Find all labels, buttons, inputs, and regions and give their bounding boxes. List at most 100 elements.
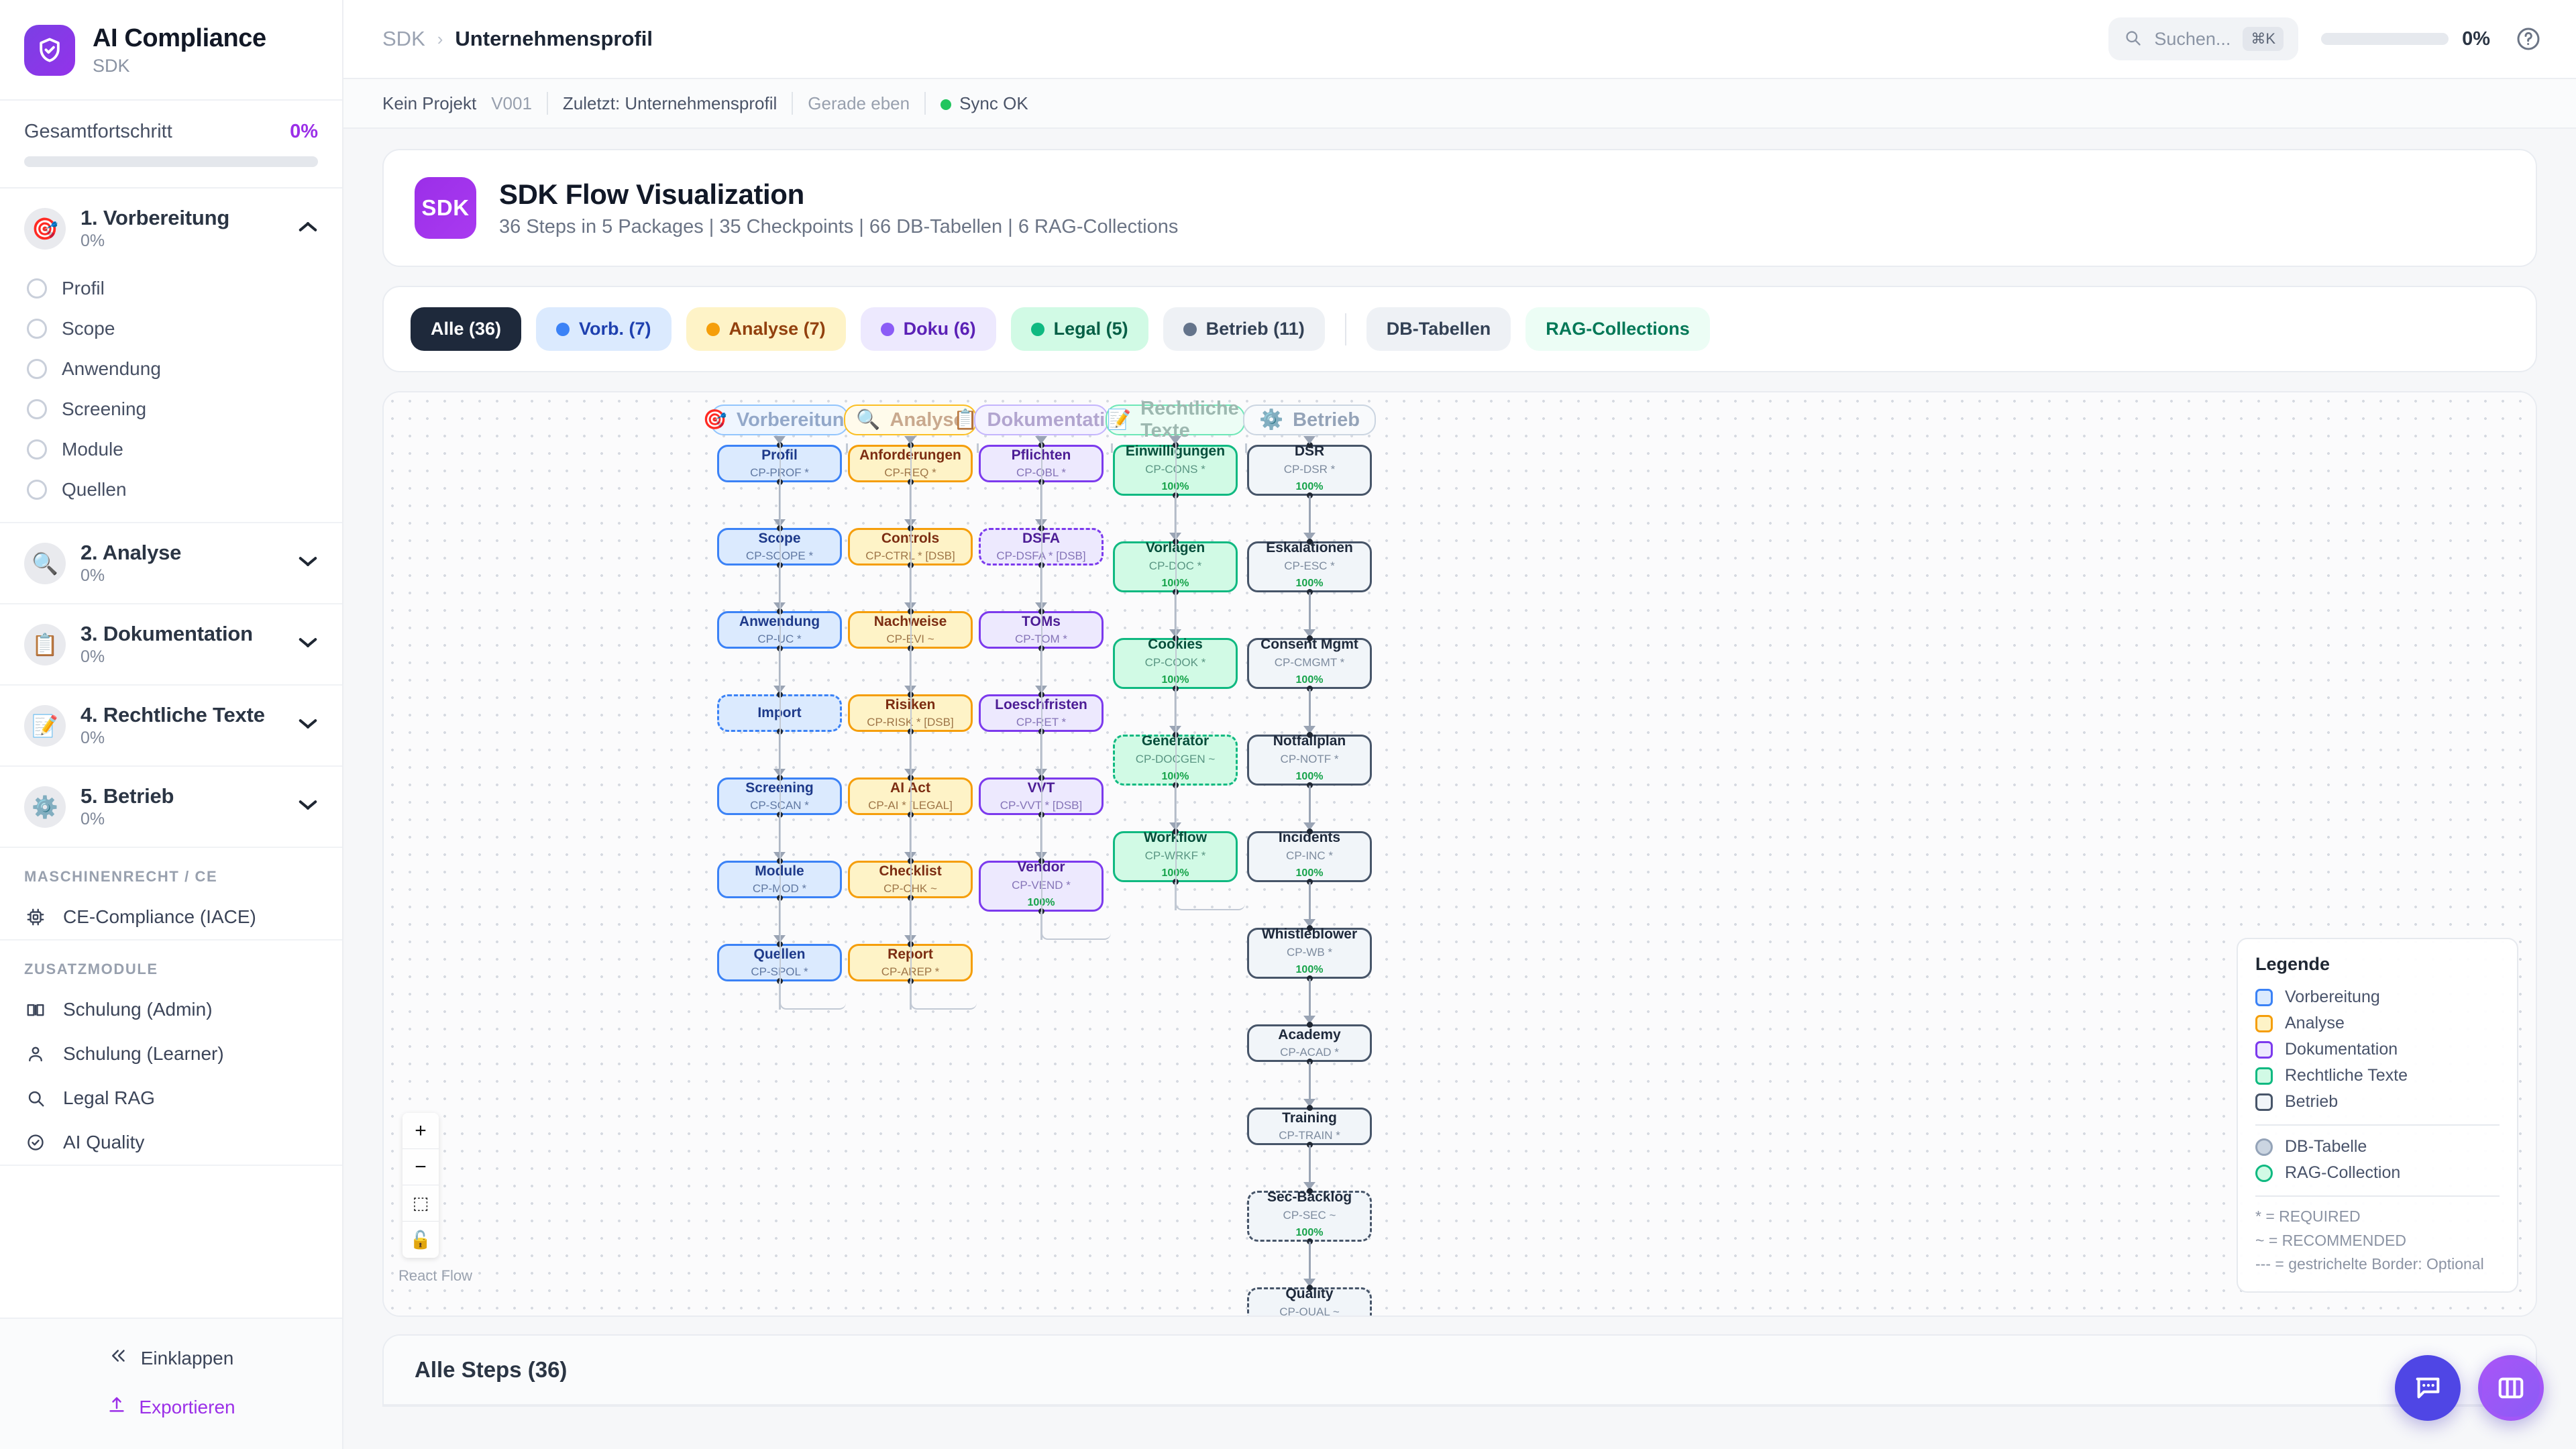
node-progress-percent: 100% [1295,770,1324,782]
filter-chip-alle-36[interactable]: Alle (36) [411,307,522,351]
flow-controls[interactable]: +−⬚🔓 [402,1113,439,1258]
step-radio-icon[interactable] [27,359,47,379]
brand-header[interactable]: AI Compliance SDK [0,0,342,101]
filter-chip-legal-5[interactable]: Legal (5) [1010,307,1148,351]
legend-swatch-icon [2255,1014,2273,1032]
filter-chip-doku-6[interactable]: Doku (6) [860,307,996,351]
collapse-sidebar-label: Einklappen [140,1347,234,1368]
step-radio-icon[interactable] [27,480,47,500]
node-progress-percent: 100% [1295,674,1324,686]
sidebar-item-screening[interactable]: Screening [0,389,342,429]
chevron-down-icon[interactable] [298,801,318,813]
chevron-down-icon[interactable] [298,557,318,570]
columns-panel-icon[interactable] [2478,1355,2544,1421]
search-placeholder: Suchen... [2154,28,2231,49]
filter-chip-label: Legal (5) [1053,319,1128,339]
filter-chip-analyse-7[interactable]: Analyse (7) [686,307,846,351]
breadcrumb-root[interactable]: SDK [382,27,425,50]
phase-name: 3. Dokumentation [80,622,253,645]
flow-edge-arrow-icon [1303,1182,1316,1190]
flow-edge [1308,1145,1311,1184]
sidebar-item-label: AI Quality [63,1132,145,1152]
chevron-up-icon[interactable] [298,223,318,235]
node-progress-percent: 100% [1295,867,1324,879]
export-button[interactable]: Exportieren [0,1383,342,1432]
chevron-right-icon: › [437,28,443,49]
sidebar-item-module[interactable]: Module [0,429,342,470]
node-port-top [1306,1105,1313,1111]
search-input[interactable]: Suchen... ⌘K [2108,17,2299,60]
node-code: CP-CONS * [1145,462,1205,476]
flow-edge-arrow-icon [1303,533,1316,541]
sidebar-item-schulung-admin[interactable]: Schulung (Admin) [0,987,342,1032]
sidebar-item-anwendung[interactable]: Anwendung [0,349,342,389]
sidebar-item-scope[interactable]: Scope [0,309,342,349]
flow-group-header-dokumentation: 📋Dokumentation [953,405,1129,435]
step-radio-icon[interactable] [27,319,47,339]
divider [2255,1124,2500,1126]
step-radio-icon[interactable] [27,278,47,299]
sidebar-item-schulung-learner[interactable]: Schulung (Learner) [0,1032,342,1076]
sidebar-item-label: Schulung (Learner) [63,1043,224,1064]
plus-icon[interactable]: + [402,1113,439,1149]
node-title: Incidents [1278,830,1341,846]
overall-progress-percent: 0% [290,121,318,142]
node-title: DSR [1294,443,1325,460]
chat-bubble-icon[interactable] [2395,1355,2461,1421]
step-radio-icon[interactable] [27,399,47,419]
sidebar-item-ai-quality[interactable]: AI Quality [0,1120,342,1165]
flow-rail-drop [1111,443,1113,453]
fit-view-icon[interactable]: ⬚ [402,1185,439,1222]
node-code: CP-VEND * [1012,878,1071,892]
sidebar-item-quellen[interactable]: Quellen [0,470,342,510]
sidebar-item-legal-rag[interactable]: Legal RAG [0,1076,342,1120]
flow-edge-arrow-icon [1303,1099,1316,1107]
chevron-down-icon[interactable] [298,639,318,651]
node-code: CP-SCAN * [750,799,809,812]
sidebar-item-ce-compliance[interactable]: CE-Compliance (IACE) [0,895,342,939]
chevron-down-icon[interactable] [298,720,318,732]
legend-label: Analyse [2285,1014,2345,1033]
node-code: CP-RISK * [DSB] [867,716,954,729]
flow-edge-arrow-icon [1303,919,1316,927]
phase-emoji-icon: 🔍 [24,542,66,584]
node-port-bottom [1306,879,1313,885]
collapse-sidebar-button[interactable]: Einklappen [0,1334,342,1383]
chevrons-left-icon [109,1346,129,1371]
help-circle-icon[interactable] [2513,23,2544,54]
node-code: CP-OBL * [1016,466,1066,480]
filter-chip-db-tabellen[interactable]: DB-Tabellen [1366,307,1511,351]
legend-label: Rechtliche Texte [2285,1066,2408,1085]
filter-chip-vorb-7[interactable]: Vorb. (7) [536,307,672,351]
minus-icon[interactable]: − [402,1149,439,1185]
step-radio-icon[interactable] [27,439,47,460]
sidebar-item-profil[interactable]: Profil [0,268,342,309]
filter-chip-rag-collections[interactable]: RAG-Collections [1525,307,1710,351]
flow-edge-arrow-icon [1303,436,1316,444]
topbar-progress-track [2321,33,2449,45]
sync-status-badge: Sync OK [941,93,1043,114]
unlock-icon[interactable]: 🔓 [402,1222,439,1258]
filter-chip-betrieb-11[interactable]: Betrieb (11) [1163,307,1325,351]
filter-chip-label: Alle (36) [431,319,502,339]
filter-chip-label: Betrieb (11) [1205,319,1305,339]
